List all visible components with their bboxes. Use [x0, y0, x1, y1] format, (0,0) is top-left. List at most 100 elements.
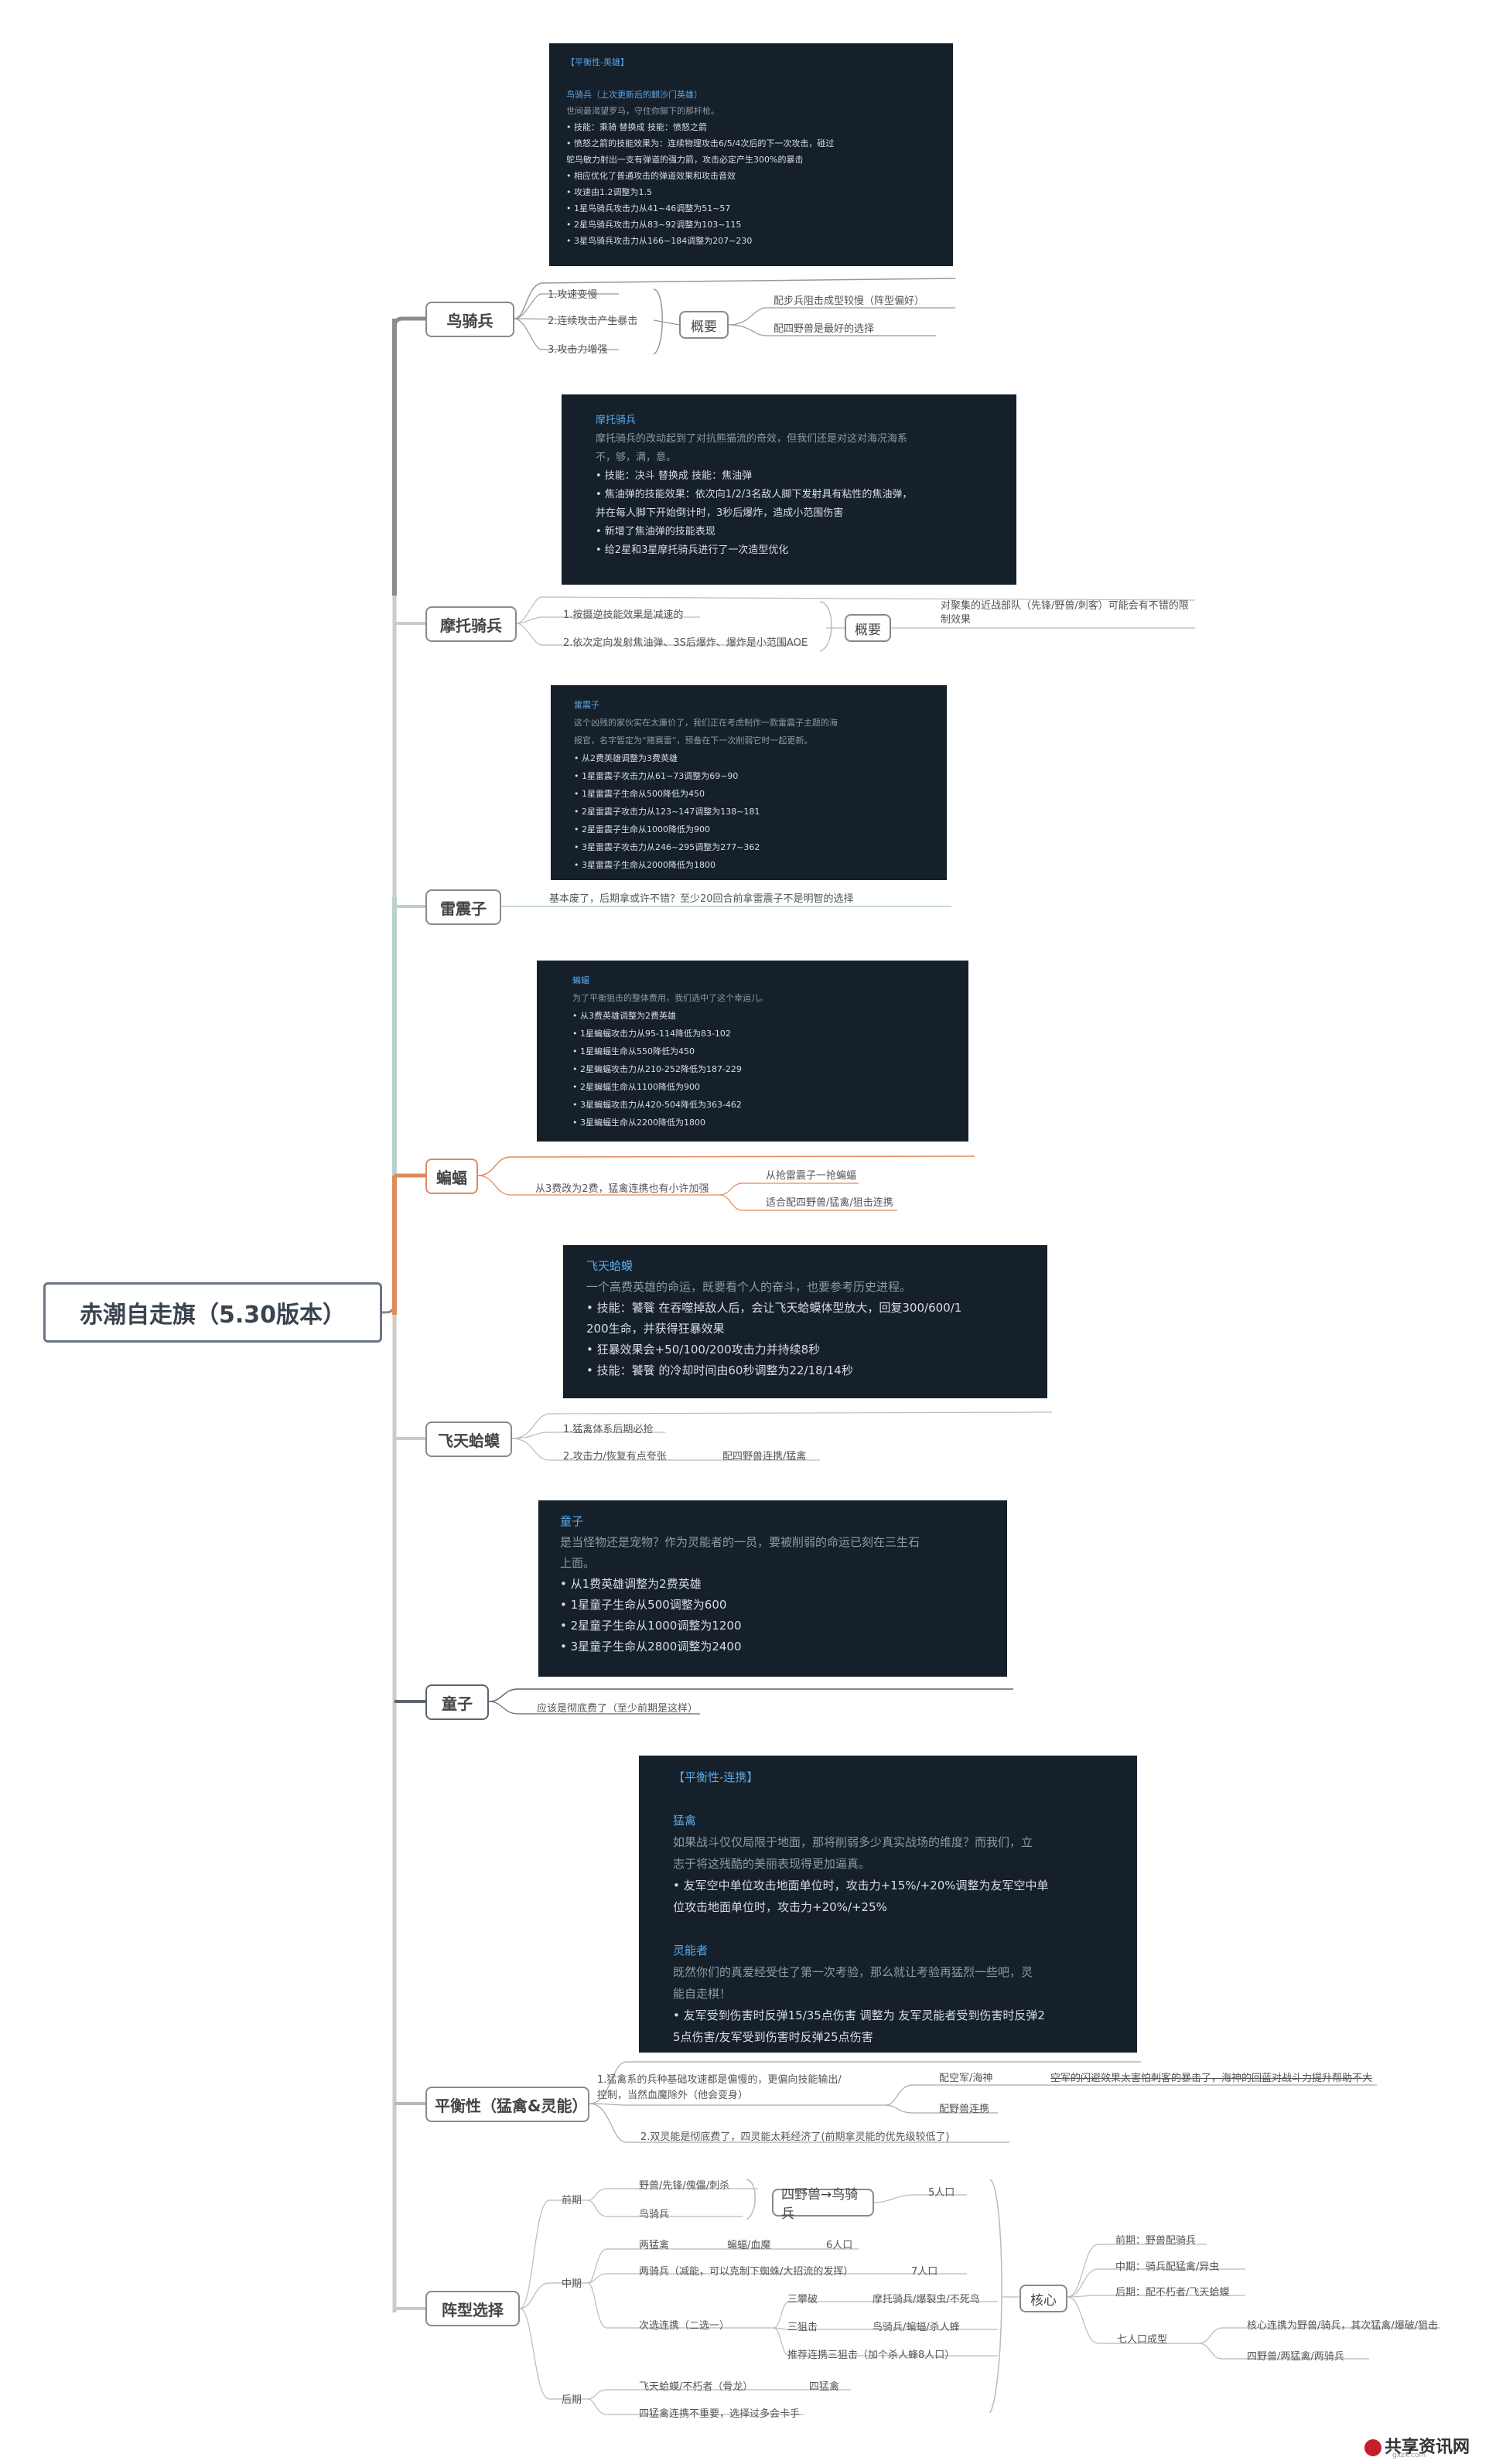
b8-mid1b: 蝙蝠/血魔: [727, 2240, 771, 2251]
panel-line: • 3星鸟骑兵攻击力从166~184调整为207~230: [566, 236, 753, 246]
panel-line: 如果战斗仅仅局限于地面，那将削弱多少真实战场的维度？而我们，立: [673, 1835, 1033, 1849]
b8-late2: 四猛禽连携不重要，选择过多会卡手: [639, 2408, 801, 2420]
panel-line: • 1星蝙蝠攻击力从95-114降低为83-102: [572, 1029, 731, 1039]
b8-core-item: 前期：野兽配骑兵: [1115, 2235, 1197, 2247]
panel-line: • 2星雷震子生命从1000降低为900: [574, 824, 710, 834]
b8-seven-item: 四野兽/两猛禽/两骑兵: [1247, 2351, 1344, 2363]
panel-line: 鸵鸟敏力射出一支有弹道的强力箭，攻击必定产生300%的暴击: [566, 155, 804, 165]
b8-mid2c: 7人口: [911, 2266, 938, 2278]
panel-line: [673, 1788, 1103, 1810]
branch-b2[interactable]: 摩托骑兵: [425, 606, 517, 642]
b1-note: 配步兵阻击成型较慢（阵型偏好）: [774, 295, 925, 307]
b8-early-pop: 5人口: [928, 2187, 955, 2199]
b8-stage: 中期: [562, 2278, 582, 2290]
branch-b6[interactable]: 童子: [425, 1684, 489, 1720]
b8-mid1: 两猛禽: [639, 2240, 670, 2251]
panel-line: • 1星鸟骑兵攻击力从41~46调整为51~57: [566, 203, 731, 213]
panel-line: [673, 1918, 1103, 1940]
panel-line: • 技能：乘骑 替换成 技能：愤怒之箭: [566, 122, 707, 132]
panel-line: • 1星雷震子生命从500降低为450: [574, 789, 705, 799]
panel-line: • 3星蝙蝠生命从2200降低为1800: [572, 1118, 705, 1128]
panel-line: • 从1费英雄调整为2费英雄: [560, 1577, 702, 1591]
b8-mid1c: 6人口: [826, 2240, 853, 2251]
b7-patch-panel: 【平衡性-连携】 猛禽如果战斗仅仅局限于地面，那将削弱多少真实战场的维度？而我们…: [639, 1756, 1137, 2053]
panel-line: 并在每人脚下开始倒计时，3秒后爆炸，造成小范围伤害: [596, 507, 844, 519]
panel-line: 志于将这残酷的美丽表现得更加逼真。: [673, 1857, 871, 1871]
panel-line: • 1星雷震子攻击力从61~73调整为69~90: [574, 771, 739, 781]
b2-item: 2.依次定向发射焦油弹、3S后爆炸、爆炸是小范围AOE: [563, 637, 808, 649]
b8-late1: 飞天蛤蟆/不朽者（骨龙）: [639, 2381, 753, 2393]
b7-sub: 配空军/海神: [939, 2073, 993, 2084]
b1-note: 配四野兽是最好的选择: [774, 323, 875, 335]
panel-line: • 3星蝙蝠攻击力从420-504降低为363-462: [572, 1100, 742, 1110]
panel-line: • 3星雷震子攻击力从246~295调整为277~362: [574, 842, 760, 852]
b8-mid3-val: 摩托骑兵/爆裂虫/不死鸟: [873, 2294, 980, 2305]
panel-line: 5点伤害/友军受到伤害时反弹25点伤害: [673, 2030, 873, 2044]
b5-sub: 配四野兽连携/猛禽: [722, 1451, 807, 1462]
b2-summary-box[interactable]: 概要: [845, 614, 891, 642]
branch-b7[interactable]: 平衡性（猛禽&灵能）: [425, 2087, 589, 2122]
panel-line: • 相应优化了普通攻击的弹道效果和攻击音效: [566, 171, 736, 181]
panel-line: 能自走棋！: [673, 1987, 732, 2001]
b7-item1-cont: 控制，当然血魔除外（他会变身）: [597, 2090, 749, 2101]
b8-core-box[interactable]: 核心: [1019, 2285, 1067, 2312]
b1-summary-box[interactable]: 概要: [679, 311, 729, 339]
b5-patch-panel: 飞天蛤蟆一个高费英雄的命运，既要看个人的奋斗，也要参考历史进程。• 技能：饕餮 …: [563, 1245, 1047, 1398]
b8-late1b: 四猛禽: [809, 2381, 840, 2393]
panel-line: • 狂暴效果会+50/100/200攻击力并持续8秒: [586, 1343, 821, 1357]
b6-note: 应该是彻底费了（至少前期是这样）: [537, 1703, 698, 1715]
panel-line: • 愤怒之箭的技能效果为：连续物理攻击6/5/4次后的下一次攻击，碰过: [566, 138, 835, 148]
panel-line: • 技能：决斗 替换成 技能：焦油弹: [596, 470, 753, 482]
panel-line: • 3星童子生命从2800调整为2400: [560, 1640, 742, 1653]
panel-line: • 2星童子生命从1000调整为1200: [560, 1619, 742, 1633]
branch-b3[interactable]: 雷震子: [425, 889, 501, 925]
panel-line: 上面。: [560, 1556, 596, 1570]
b8-core-item: 中期：骑兵配猛禽/异虫: [1115, 2261, 1220, 2273]
panel-line: 为了平衡狙击的整体费用，我们选中了这个幸运儿。: [572, 993, 768, 1003]
panel-line: • 攻速由1.2调整为1.5: [566, 187, 652, 197]
b7-sub: 配野兽连携: [939, 2104, 990, 2115]
b8-mid3-val: 鸟骑兵/蝙蝠/杀人蜂: [873, 2322, 960, 2333]
panel-line: • 2星蝙蝠攻击力从210-252降低为187-229: [572, 1064, 742, 1074]
panel-line: • 1星童子生命从500调整为600: [560, 1598, 727, 1612]
b1-patch-panel: 【平衡性-英雄】 鸟骑兵（上次更新后的麒沙门英雄）世间最渴望罗马，守住你脚下的那…: [549, 43, 953, 266]
b4-patch-panel: 蝙蝠为了平衡狙击的整体费用，我们选中了这个幸运儿。 • 从3费英雄调整为2费英雄 •…: [537, 961, 968, 1142]
panel-line: 这个凶残的家伙实在太廉价了，我们正在考虑制作一款雷震子主题的海: [574, 718, 838, 728]
panel-line: 报官，名字暂定为“赌赛雷”，预备在下一次削弱它时一起更新。: [574, 735, 813, 746]
logo-icon: [1364, 2439, 1381, 2456]
b8-early-box[interactable]: 四野兽→鸟骑兵: [772, 2187, 874, 2222]
b8-mid3-opt: 推荐连携三狙击（加个杀人蜂8人口）: [787, 2350, 955, 2361]
branch-b8[interactable]: 阵型选择: [425, 2291, 520, 2326]
b1-item: 2.连续攻击产生暴击: [548, 316, 638, 327]
b8-seven: 七人口成型: [1117, 2334, 1168, 2346]
panel-line: 摩托骑兵: [596, 415, 637, 426]
b8-early-item: 鸟骑兵: [639, 2209, 670, 2220]
panel-line: • 1星蝙蝠生命从550降低为450: [572, 1046, 695, 1056]
root-node[interactable]: 赤潮自走旗（5.30版本）: [43, 1282, 382, 1343]
panel-line: 【平衡性-连携】: [673, 1770, 759, 1784]
panel-line: • 技能：饕餮 的冷却时间由60秒调整为22/18/14秒: [586, 1363, 853, 1377]
branch-b1[interactable]: 鸟骑兵: [425, 302, 514, 337]
panel-line: 不，够，满，意。: [596, 452, 677, 463]
panel-line: 200生命，并获得狂暴效果: [586, 1322, 725, 1336]
b3-note: 基本废了，后期拿或许不错？至少20回合前拿雷震子不是明智的选择: [549, 893, 854, 905]
panel-line: • 2星蝙蝠生命从1100降低为900: [572, 1082, 700, 1092]
b2-note: 制效果: [941, 614, 972, 626]
panel-line: 摩托骑兵的改动起到了对抗熊猫流的奇效，但我们还是对这对海况海系: [596, 433, 908, 445]
panel-line: 既然你们的真爱经受住了第一次考验，那么就让考验再猛烈一些吧，灵: [673, 1965, 1033, 1979]
b7-item1: 1.猛禽系的兵种基础攻速都是偏慢的，更偏向技能输出/: [597, 2074, 842, 2086]
panel-line: 猛禽: [673, 1814, 697, 1828]
b2-item: 1.按摄逆技能效果是减速的: [563, 609, 684, 621]
panel-line: • 友军空中单位攻击地面单位时，攻击力+15%/+20%调整为友军空中单: [673, 1879, 1049, 1892]
watermark-text: 共享资讯网: [1385, 2438, 1470, 2457]
branch-b4[interactable]: 蝙蝠: [425, 1159, 478, 1194]
branch-b5[interactable]: 飞天蛤蟆: [425, 1421, 512, 1457]
panel-line: • 从3费英雄调整为2费英雄: [572, 1011, 676, 1021]
b5-item: 2.攻击力/恢复有点夸张: [563, 1451, 667, 1462]
panel-line: 一个高费英雄的命运，既要看个人的奋斗，也要参考历史进程。: [586, 1280, 912, 1294]
panel-line: • 3星雷震子生命从2000降低为1800: [574, 860, 715, 870]
b8-seven-item: 核心连携为野兽/骑兵，其次猛禽/爆破/狙击: [1247, 2320, 1439, 2332]
b3-patch-panel: 雷震子这个凶残的家伙实在太廉价了，我们正在考虑制作一款雷震子主题的海报官，名字暂…: [551, 685, 947, 880]
panel-line: • 从2费英雄调整为3费英雄: [574, 753, 678, 763]
panel-line: 蝙蝠: [572, 975, 589, 985]
